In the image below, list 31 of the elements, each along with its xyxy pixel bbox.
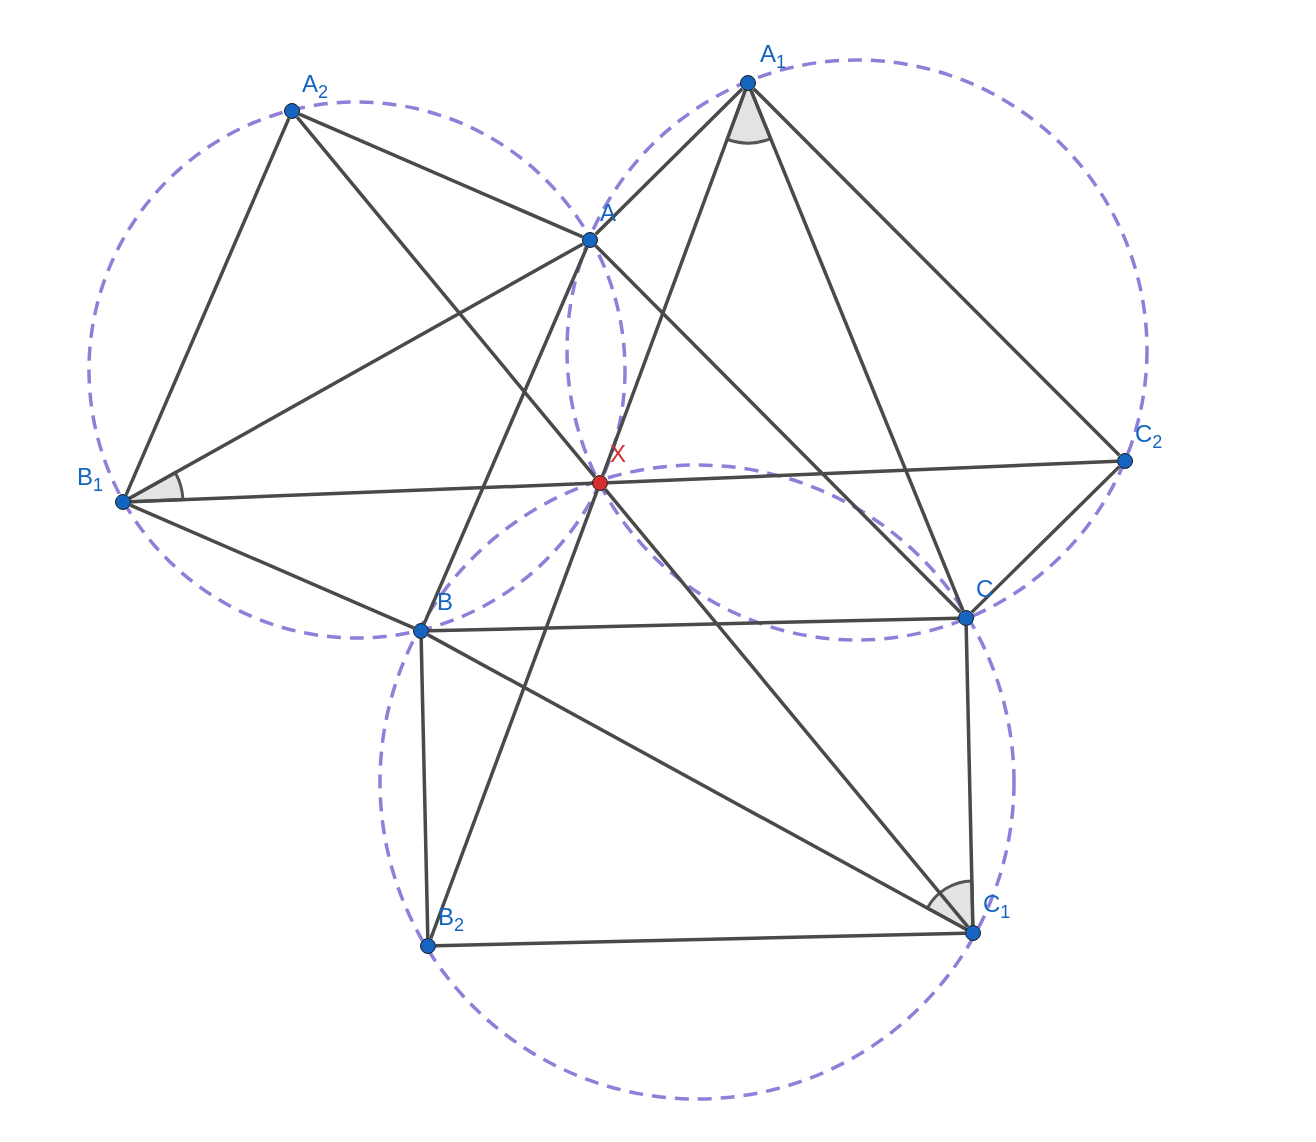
line-segment — [594, 87, 744, 236]
line-segment — [298, 112, 584, 239]
line-segment — [964, 625, 975, 926]
point-label: B — [437, 589, 453, 615]
point-label: B$_{1}$ — [77, 464, 104, 497]
point-label: A$_{1}$ — [760, 41, 787, 74]
point-label: A — [600, 200, 616, 226]
line-segment — [752, 87, 1121, 457]
line-segment — [607, 459, 1118, 485]
point-label: C — [976, 576, 994, 602]
line-segment — [429, 489, 599, 940]
point-label: A$_{2}$ — [302, 71, 329, 104]
line-segment — [428, 616, 959, 633]
line-segment — [422, 246, 589, 625]
line-segment — [594, 244, 962, 614]
line-segment — [129, 503, 415, 630]
line-segment — [295, 116, 597, 478]
line-segment — [124, 117, 291, 496]
line-segment — [427, 633, 967, 931]
line-segment — [601, 89, 747, 477]
line-segment — [603, 488, 970, 928]
line-segment — [419, 638, 430, 939]
line-segment — [130, 481, 593, 504]
line-segment — [129, 242, 584, 500]
point-label: C$_{2}$ — [1135, 421, 1163, 454]
line-segment — [970, 465, 1121, 614]
point-label: X — [610, 441, 626, 467]
point-label: C$_{1}$ — [983, 891, 1011, 924]
line-segment — [749, 89, 965, 612]
line-segment — [435, 931, 966, 948]
point-label: B$_{2}$ — [438, 904, 465, 937]
